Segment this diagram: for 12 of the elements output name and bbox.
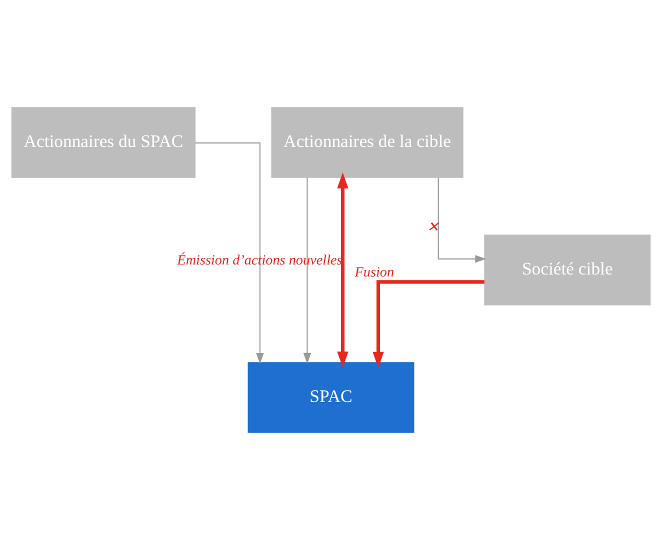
arrow bbox=[438, 177, 486, 262]
node-box: Société cible bbox=[484, 234, 651, 305]
node-box: Actionnaires de la cible bbox=[271, 106, 464, 178]
arrow bbox=[195, 142, 264, 364]
arrow bbox=[372, 280, 484, 368]
edge-label: Fusion bbox=[354, 264, 394, 280]
node-box: Actionnaires du SPAC bbox=[11, 106, 196, 178]
edge-label: Émission d’actions nouvelles bbox=[177, 252, 342, 268]
arrow bbox=[337, 172, 348, 368]
node-box: SPAC bbox=[248, 362, 414, 432]
edge-label: ✕ bbox=[426, 219, 439, 236]
arrow bbox=[303, 177, 312, 364]
